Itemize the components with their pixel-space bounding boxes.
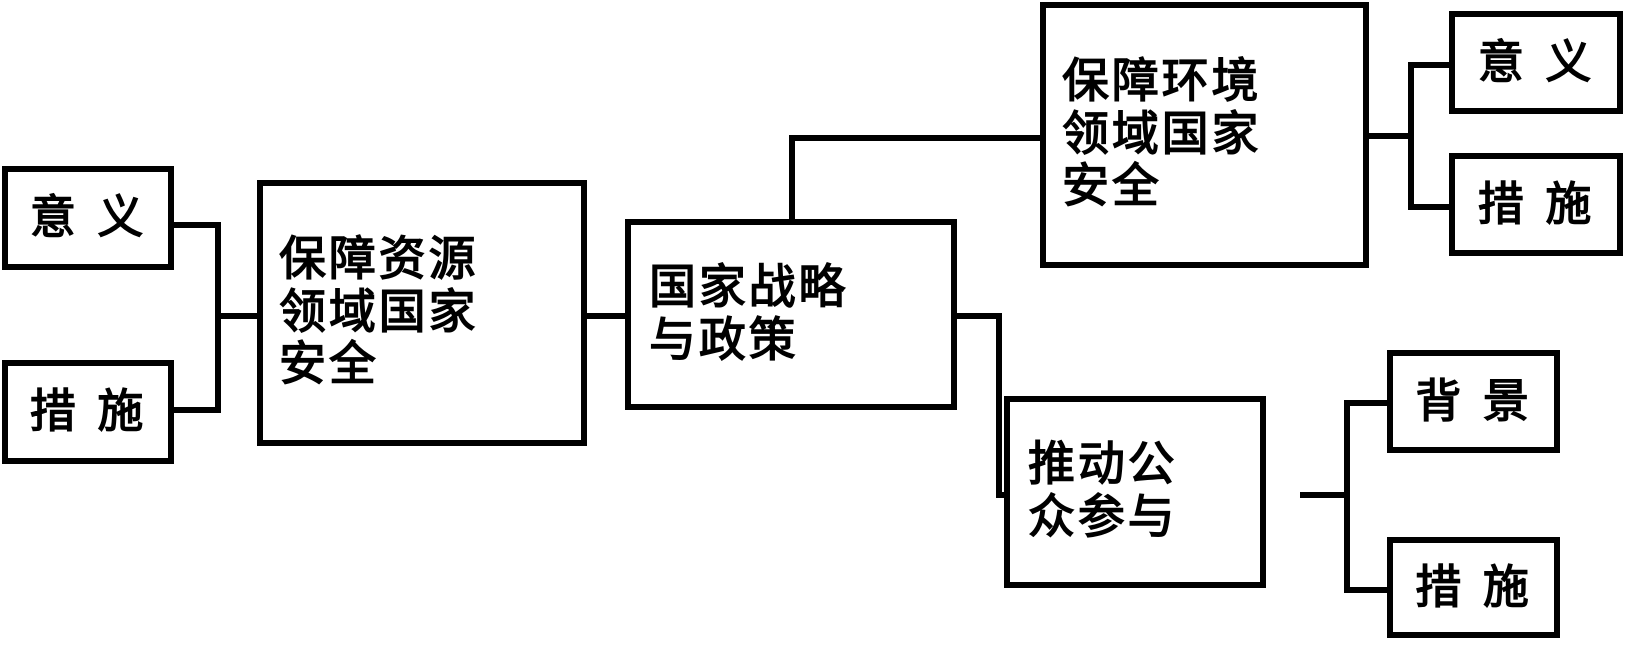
node-resource-security[interactable]: 保障资源 领域国家 安全 <box>257 180 587 446</box>
connector-public-vertical-junction <box>1344 400 1350 593</box>
connector-left-junction-to-resource <box>215 313 263 319</box>
connector-environment-to-measures <box>1408 204 1453 210</box>
node-environment-meaning[interactable]: 意 义 <box>1449 11 1623 114</box>
connector-left-measures-to-junction <box>172 407 221 413</box>
node-left-meaning-label: 意 义 <box>29 190 147 245</box>
node-environment-meaning-label: 意 义 <box>1477 34 1595 89</box>
node-public-participation[interactable]: 推动公 众参与 <box>1004 396 1266 588</box>
connector-environment-vertical-junction <box>1408 62 1414 210</box>
connector-public-right-stub <box>1300 492 1350 498</box>
connector-center-down-vertical <box>996 313 1002 498</box>
connector-center-right-stub <box>952 313 1002 319</box>
node-public-background[interactable]: 背 景 <box>1387 350 1560 453</box>
node-left-measures-label: 措 施 <box>29 384 147 439</box>
connector-public-to-measures <box>1344 587 1390 593</box>
node-environment-security[interactable]: 保障环境 领域国家 安全 <box>1040 2 1369 268</box>
node-public-participation-label: 推动公 众参与 <box>1028 437 1178 545</box>
node-center-strategy[interactable]: 国家战略 与政策 <box>625 219 957 410</box>
connector-left-meaning-to-junction <box>172 222 221 228</box>
node-resource-security-label: 保障资源 领域国家 安全 <box>279 232 479 393</box>
node-left-meaning[interactable]: 意 义 <box>2 166 174 270</box>
connector-resource-to-center <box>581 313 631 319</box>
node-environment-measures-label: 措 施 <box>1477 176 1595 231</box>
node-environment-security-label: 保障环境 领域国家 安全 <box>1062 54 1262 215</box>
node-environment-measures[interactable]: 措 施 <box>1449 153 1623 256</box>
connector-center-up-vertical <box>789 135 795 225</box>
connector-environment-to-meaning <box>1408 62 1453 68</box>
node-left-measures[interactable]: 措 施 <box>2 360 174 464</box>
node-public-background-label: 背 景 <box>1415 373 1532 428</box>
connector-environment-right-stub <box>1363 133 1414 139</box>
node-public-measures-label: 措 施 <box>1415 559 1532 614</box>
node-center-strategy-label: 国家战略 与政策 <box>649 259 849 368</box>
connector-center-to-environment <box>789 135 1045 141</box>
node-public-measures[interactable]: 措 施 <box>1387 537 1560 638</box>
connector-public-to-background <box>1344 400 1390 406</box>
